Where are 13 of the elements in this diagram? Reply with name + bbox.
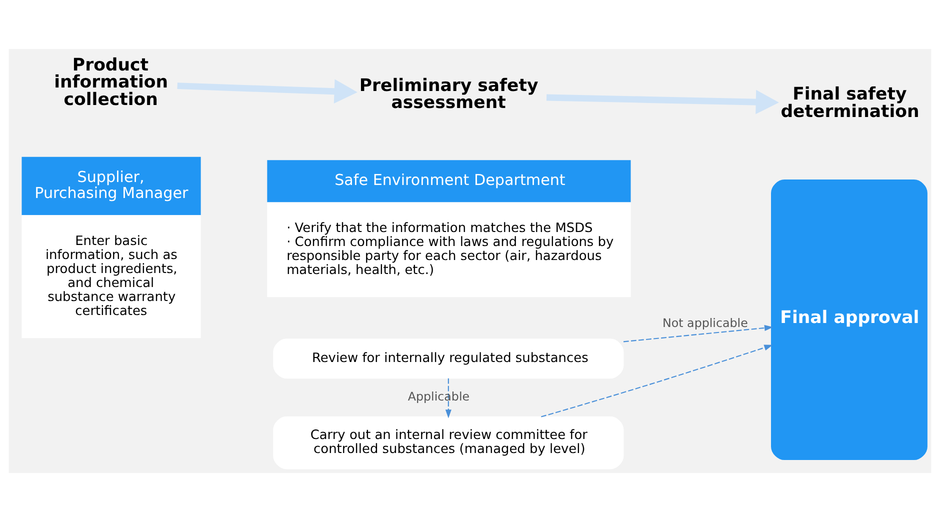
node-text: Product information collection (54, 55, 168, 110)
arrow (546, 90, 779, 114)
node-text: Final safety determination (780, 84, 920, 122)
node-box: Carry out an internal review committee for controlled substances (managed by level) (273, 416, 624, 470)
edge-label: Applicable (408, 390, 470, 404)
edge-label: Not applicable (662, 316, 748, 330)
arrow (541, 344, 773, 418)
arrow (445, 378, 452, 418)
arrow (177, 79, 358, 104)
arrow (623, 324, 774, 342)
node-text: Preliminary safety assessment (359, 76, 538, 114)
node-box: Review for internally regulated substances (273, 338, 624, 379)
node-box: Final approval (771, 180, 928, 460)
